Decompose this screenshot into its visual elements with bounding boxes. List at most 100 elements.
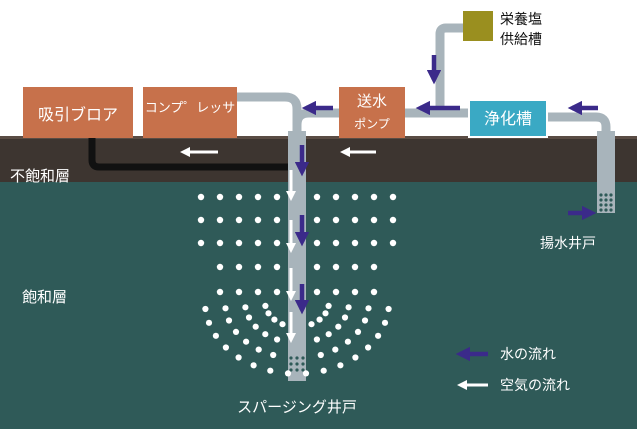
air-bubble [313,263,321,271]
air-bubble [313,216,321,224]
air-bubble [351,288,359,296]
air-bubble [245,314,253,321]
air-bubble [212,332,219,339]
air-bubble [325,331,332,338]
air-bubble [313,193,321,201]
compressor-label: コンプ゜レッサ [145,101,236,116]
nutrient-tank-label-line2: 供給槽 [500,32,542,48]
air-bubble [308,321,315,328]
air-bubble [235,288,243,296]
feed-pump-label-line1: 送水 [357,92,387,110]
air-bubble [254,216,262,224]
air-bubble [351,239,359,247]
air-bubble [351,216,359,224]
air-bubble [273,263,281,271]
air-bubble [235,216,243,224]
air-bubble [254,193,262,201]
air-bubble [216,288,224,296]
air-bubble [389,239,397,247]
air-bubble [302,370,310,377]
air-bubble [337,362,344,369]
air-bubble [313,239,321,247]
air-bubble [332,346,339,353]
air-bubble [197,193,205,201]
air-bubble [370,216,378,224]
air-bubble [332,193,340,201]
air-bubble [370,288,378,296]
air-bubble [273,193,281,201]
air-bubble [197,216,205,224]
air-bubble [273,288,281,296]
air-bubble [262,302,269,309]
air-bubble [235,193,243,201]
pumping-well-screen [599,193,613,222]
suction-pipe [88,138,292,171]
air-bubble [225,317,233,324]
air-bubble [273,216,281,224]
air-bubble [205,319,213,326]
air-bubble [267,367,274,374]
unsaturated-zone-layer [0,138,637,182]
air-bubble [325,302,332,309]
air-bubble [235,354,242,361]
feed-pump-label-line2: ポンプ [354,117,390,131]
air-bubble [317,351,324,359]
air-bubble [235,263,243,271]
air-bubble [351,193,359,201]
air-bubble [284,370,292,377]
air-bubble [313,288,321,296]
water-flow-arrows [294,55,598,315]
air-bubble [370,239,378,247]
air-bubble [222,344,229,351]
air-bubble [320,367,327,374]
legend-water-label: 水の流れ [500,347,556,363]
air-bubble [216,239,224,247]
air-bubble [270,351,277,359]
air-bubble [279,321,286,328]
air-bubble [365,344,372,351]
air-bubble [385,305,392,313]
air-bubble [341,314,349,321]
air-bubble [332,288,340,296]
air-bubble [254,263,262,271]
air-bubble [335,323,342,330]
compressor-box [143,87,237,138]
suction-blower-label: 吸引ブロア [38,105,118,124]
air-bubble [365,305,372,312]
air-bubble [370,263,378,271]
air-bubble [254,239,262,247]
air-bubble [375,332,382,339]
air-bubble [351,263,359,271]
air-bubble [250,362,257,369]
air-bubble [255,346,262,353]
air-bubble [254,288,262,296]
legend-air-label: 空気の流れ [500,378,570,394]
air-bubble [370,193,378,201]
air-bubble [345,304,352,311]
air-bubble [262,331,269,338]
air-bubble [332,239,340,247]
nutrient-tank-box [463,11,493,41]
air-bubble [332,216,340,224]
air-bubble [381,319,389,326]
air-bubble [389,193,397,201]
ground-surface-line [0,136,637,139]
air-bubble-plume [197,193,397,377]
air-bubble [242,304,249,311]
purification-tank-water [470,101,546,136]
saturated-zone-label: 飽和層 [22,288,67,306]
feed-pump-box [339,87,405,138]
air-bubble [316,316,323,323]
air-flow-arrows [179,81,376,344]
legend: 水の流れ 空気の流れ [455,346,570,394]
air-bubble [274,336,281,343]
air-bubble [235,239,243,247]
sparging-well-screen [289,356,305,372]
air-bubble [252,323,259,330]
air-bubble [332,263,340,271]
air-bubble [352,354,359,361]
air-bubble [216,216,224,224]
air-bubble [389,216,397,224]
air-bubble [197,239,205,247]
